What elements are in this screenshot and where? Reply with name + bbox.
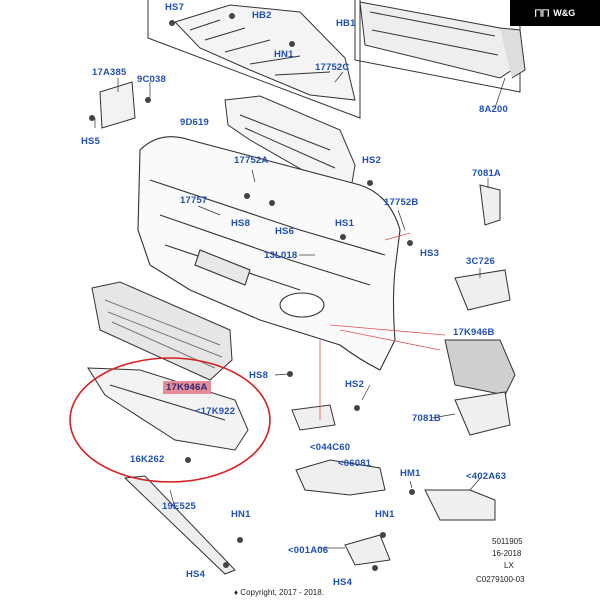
- label-7081a: 7081A: [472, 168, 501, 179]
- label-hs3: HS3: [420, 248, 440, 259]
- label-17a385: 17A385: [92, 67, 127, 78]
- copyright: ♦ Copyright, 2017 - 2018.: [234, 588, 324, 597]
- meta-variant: LX: [504, 561, 514, 570]
- label-17752c: 17752C: [315, 62, 350, 73]
- label-17k946b: 17K946B: [453, 327, 495, 338]
- callout-lines: [319, 232, 446, 420]
- meta-date: 16-2018: [492, 549, 522, 558]
- leader-lines: [94, 71, 506, 549]
- label-hs6: HS6: [275, 226, 295, 237]
- label-044c60: <044C60: [310, 442, 351, 453]
- undertray-upper: [174, 4, 356, 101]
- label-17752a: 17752A: [234, 155, 269, 166]
- label-16k262: 16K262: [130, 454, 165, 465]
- label-17k922: <17K922: [195, 406, 236, 417]
- label-3c726: 3C726: [466, 256, 495, 267]
- label-hn1-top: HN1: [274, 49, 294, 60]
- license-bracket: [99, 81, 136, 129]
- label-hs8-top: HS8: [231, 218, 251, 229]
- meta-code: 5011905: [492, 537, 523, 546]
- label-hs5: HS5: [81, 136, 101, 147]
- brand-logo-icon: ⨅⨅: [534, 7, 550, 18]
- side-parts: [291, 184, 516, 566]
- highlight-ellipse: [69, 357, 271, 483]
- label-hs7: HS7: [165, 2, 185, 13]
- label-9d619: 9D619: [180, 117, 209, 128]
- label-17757: 17757: [180, 195, 208, 206]
- label-8a200: 8A200: [479, 104, 508, 115]
- label-9c038: 9C038: [137, 74, 166, 85]
- label-hs8-mid: HS8: [249, 370, 269, 381]
- meta-ref: C0279100-03: [476, 575, 525, 584]
- skid-plate: [87, 367, 249, 451]
- label-17752b: 17752B: [384, 197, 419, 208]
- label-17k946a: 17K946A: [163, 381, 211, 394]
- label-hn1-left: HN1: [231, 509, 251, 520]
- label-402a63: <402A63: [466, 471, 507, 482]
- label-hs2-top: HS2: [362, 155, 382, 166]
- label-001a06: <001A06: [288, 545, 329, 556]
- brand-badge: ⨅⨅ W&G: [510, 0, 600, 26]
- brand-text: W&G: [553, 8, 576, 18]
- fasteners: [89, 13, 415, 571]
- label-hn1-right: HN1: [375, 509, 395, 520]
- label-7081b: 7081B: [412, 413, 441, 424]
- label-hb1: HB1: [336, 18, 356, 29]
- label-hs2-mid: HS2: [345, 379, 365, 390]
- label-06081: <06081: [338, 458, 372, 469]
- label-19e525: 19E525: [162, 501, 196, 512]
- label-hs4-left: HS4: [186, 569, 206, 580]
- lower-grille: [91, 281, 233, 381]
- label-13l018: 13L018: [264, 250, 298, 261]
- label-hm1: HM1: [400, 468, 421, 479]
- lower-trim-strip: [123, 475, 236, 575]
- label-hb2: HB2: [252, 10, 272, 21]
- label-hs1: HS1: [335, 218, 355, 229]
- bumper-beam: [359, 1, 526, 79]
- bumper-cover: [137, 136, 401, 371]
- label-hs4-right: HS4: [333, 577, 353, 588]
